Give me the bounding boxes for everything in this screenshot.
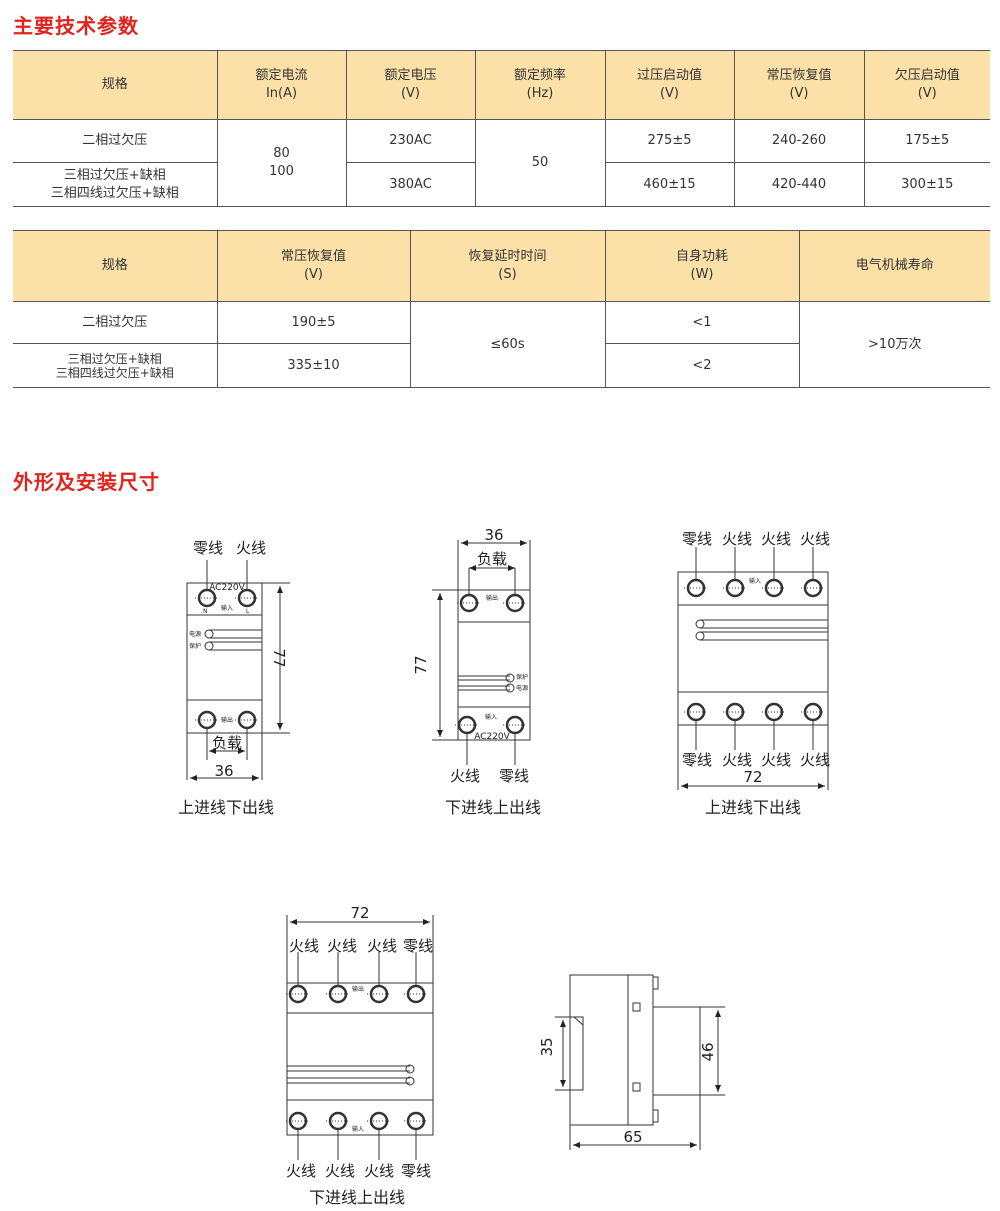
label-live: 火线 xyxy=(327,937,357,955)
cell-voltage: 230AC xyxy=(345,119,475,163)
diagram-side-view: 35 46 65 xyxy=(538,974,725,1150)
cell-recover: 240-260 xyxy=(733,119,864,163)
label-output: 输出 xyxy=(352,985,364,993)
label-live: 火线 xyxy=(286,1162,316,1180)
label-neutral: 零线 xyxy=(499,767,529,785)
header-under: 欠压启动值(V) xyxy=(863,50,990,120)
diagram-4pole-bottom-in: 72 火线 火线 火线 零线 输出 输入 火线 火线 火线 零线 下进线上出线 xyxy=(284,904,434,1207)
dim-width: 72 xyxy=(350,904,369,922)
label-neutral: 零线 xyxy=(193,539,223,557)
cell-over: 460±15 xyxy=(604,162,734,207)
cell-voltage: 380AC xyxy=(345,162,475,207)
dim-height: 77 xyxy=(412,655,430,674)
label-protect: 保护 xyxy=(189,642,201,650)
label-input: 输入 xyxy=(352,1125,364,1133)
label-neutral: 零线 xyxy=(682,530,712,548)
dim-width: 36 xyxy=(484,526,503,544)
header-frequency: 额定频率(Hz) xyxy=(474,50,605,120)
cell-recover: 190±5 xyxy=(216,301,410,344)
label-live: 火线 xyxy=(364,1162,394,1180)
label-live: 火线 xyxy=(236,539,266,557)
cell-spec: 二相过欠压 xyxy=(13,301,217,344)
label-live: 火线 xyxy=(761,530,791,548)
dim-width: 36 xyxy=(214,762,233,780)
spec-table-2: 规格 常压恢复值(V) 恢复延时时间(S) 自身功耗(W) 电气机械寿命 二相过… xyxy=(13,230,990,388)
cell-recover: 335±10 xyxy=(216,343,410,388)
dim-height: 77 xyxy=(270,648,288,667)
label-live: 火线 xyxy=(800,751,830,769)
cell-power: <2 xyxy=(604,343,799,388)
label-live: 火线 xyxy=(325,1162,355,1180)
label-load: 负载 xyxy=(212,734,242,752)
label-input: 输入 xyxy=(485,713,497,721)
table-row: 二相过欠压 190±5 ≤60s <1 >10万次 xyxy=(13,301,990,388)
header-spec: 规格 xyxy=(13,50,217,120)
diagram-2pole-top-in: 零线 火线 AC220V 输入 N L 电源 保护 输出 负载 36 77 上进… xyxy=(178,539,290,817)
label-ac220v: AC220V xyxy=(474,732,510,742)
header-voltage: 额定电压(V) xyxy=(345,50,475,120)
label-n: N xyxy=(203,608,208,615)
header-delay: 恢复延时时间(S) xyxy=(409,230,605,302)
label-live: 火线 xyxy=(722,530,752,548)
section-title-dimensions: 外形及安装尺寸 xyxy=(13,470,160,494)
dim-width-65: 65 xyxy=(623,1128,642,1146)
cell-power: <1 xyxy=(604,301,799,344)
table-row: 三相过欠压+缺相三相四线过欠压+缺相 335±10 <2 xyxy=(13,343,990,388)
cell-delay: ≤60s xyxy=(409,301,605,388)
label-output: 输出 xyxy=(486,594,498,602)
dim-height-46: 46 xyxy=(699,1042,717,1061)
header-spec: 规格 xyxy=(13,230,217,302)
cell-life: >10万次 xyxy=(798,301,990,388)
cell-over: 275±5 xyxy=(604,119,734,163)
cell-spec: 三相过欠压+缺相三相四线过欠压+缺相 xyxy=(13,162,217,207)
label-live: 火线 xyxy=(722,751,752,769)
caption: 下进线上出线 xyxy=(309,1188,405,1207)
label-power: 电源 xyxy=(189,630,201,638)
caption: 上进线下出线 xyxy=(178,798,274,817)
cell-recover: 420-440 xyxy=(733,162,864,207)
dim-depth-35: 35 xyxy=(538,1037,556,1056)
cell-spec: 三相过欠压+缺相三相四线过欠压+缺相 xyxy=(13,343,217,388)
cell-frequency: 50 xyxy=(474,119,605,207)
header-over: 过压启动值(V) xyxy=(604,50,734,120)
label-output: 输出 xyxy=(221,716,233,724)
header-recover: 常压恢复值(V) xyxy=(733,50,864,120)
label-live: 火线 xyxy=(450,767,480,785)
diagram-4pole-top-in: 零线 火线 火线 火线 输入 零线 火线 火线 火线 72 上进线下出线 xyxy=(677,530,830,817)
header-life: 电气机械寿命 xyxy=(798,230,990,302)
label-l: L xyxy=(246,608,250,615)
dimension-drawings: 零线 火线 AC220V 输入 N L 电源 保护 输出 负载 36 77 上进… xyxy=(178,526,830,1207)
label-load: 负载 xyxy=(477,550,507,568)
header-recover: 常压恢复值(V) xyxy=(216,230,410,302)
label-live: 火线 xyxy=(800,530,830,548)
label-live: 火线 xyxy=(761,751,791,769)
cell-under: 175±5 xyxy=(863,119,990,163)
label-live: 火线 xyxy=(289,937,319,955)
label-neutral: 零线 xyxy=(401,1162,431,1180)
label-neutral: 零线 xyxy=(682,751,712,769)
label-input: 输入 xyxy=(221,604,233,612)
cell-under: 300±15 xyxy=(863,162,990,207)
label-neutral: 零线 xyxy=(403,937,433,955)
label-live: 火线 xyxy=(367,937,397,955)
label-power: 电源 xyxy=(516,684,528,692)
caption: 下进线上出线 xyxy=(445,798,541,817)
diagram-2pole-bottom-in: 36 负载 输出 输入 AC220V 保护 电源 77 火线 零线 下进线上出线 xyxy=(412,526,541,817)
header-power: 自身功耗(W) xyxy=(604,230,799,302)
cell-spec: 二相过欠压 xyxy=(13,119,217,163)
label-protect: 保护 xyxy=(516,673,528,681)
table-row: 三相过欠压+缺相三相四线过欠压+缺相 380AC 460±15 420-440 … xyxy=(13,162,990,207)
label-input: 输入 xyxy=(749,577,761,585)
section-title-specs: 主要技术参数 xyxy=(13,14,139,38)
dim-width: 72 xyxy=(743,768,762,786)
caption: 上进线下出线 xyxy=(705,798,801,817)
label-ac220v: AC220V xyxy=(209,583,245,593)
